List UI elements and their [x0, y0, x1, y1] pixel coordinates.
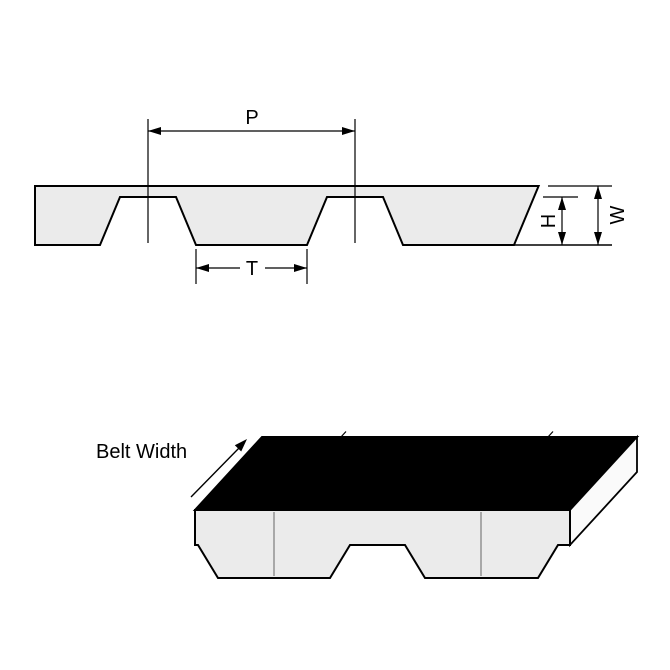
arrowhead-down-icon [594, 232, 602, 245]
arrowhead-up-icon [594, 186, 602, 199]
belt-3d-view: Belt Width [96, 431, 640, 579]
pitch-label: P [245, 107, 258, 129]
arrowhead-upright-icon [234, 439, 247, 452]
tooth-height-dimension: H [538, 196, 578, 245]
belt-profile-shape [34, 185, 541, 246]
tooth-width-dimension: T [195, 249, 308, 284]
belt-width-arrow-line [190, 446, 241, 498]
belt-thickness-label: W [607, 205, 629, 224]
tooth-width-label: T [246, 258, 258, 280]
arrowhead-down-icon [558, 232, 566, 245]
belt-width-label: Belt Width [96, 441, 187, 463]
top-face-centerline-tick-right [480, 431, 554, 511]
arrowhead-left-icon [148, 127, 161, 135]
top-face-centerline-tick-left [273, 431, 347, 511]
arrowhead-right-icon [294, 264, 307, 272]
belt-top-face [192, 436, 640, 511]
arrowhead-right-icon [342, 127, 355, 135]
arrowhead-up-icon [558, 197, 566, 210]
belt-cross-section: P T H [34, 107, 629, 284]
belt-front-face [194, 509, 571, 579]
tooth-height-label: H [538, 214, 560, 228]
arrowhead-left-icon [196, 264, 209, 272]
pitch-dimension: P [148, 107, 355, 135]
belt-width-callout: Belt Width [96, 439, 247, 498]
belt-thickness-dimension: W [548, 185, 629, 245]
